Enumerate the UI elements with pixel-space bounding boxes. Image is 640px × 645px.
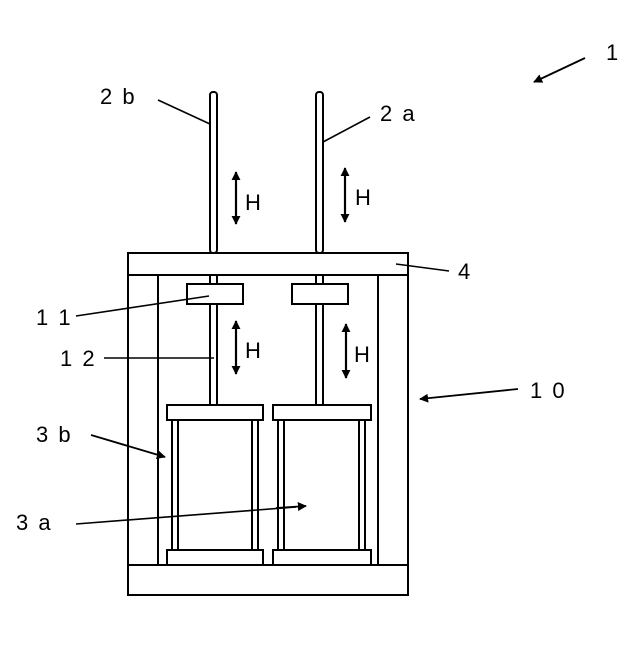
- block-11-left: [187, 284, 243, 304]
- leader-11: [76, 296, 209, 316]
- leader-4: [396, 264, 449, 271]
- label-block-11: 1 1: [36, 305, 73, 330]
- label-rod-2a: 2 a: [380, 101, 417, 126]
- leader-2b: [158, 100, 210, 124]
- leader-3a: [76, 507, 296, 524]
- leader-2a: [323, 117, 370, 142]
- arrow-3a-tip: [276, 506, 306, 508]
- arrow-1: [534, 58, 585, 82]
- mold-3b-bottom-plate: [167, 550, 263, 565]
- label-mold-3a: 3 a: [16, 510, 53, 535]
- label-mold-3b: 3 b: [36, 422, 73, 447]
- label-shaft-12: 1 2: [60, 346, 97, 371]
- mold-3a-top-plate: [273, 405, 371, 420]
- label-rod-2b: 2 b: [100, 84, 137, 109]
- motion-label-h: H: [355, 185, 371, 210]
- motion-label-h: H: [354, 342, 370, 367]
- label-plate-4: 4: [458, 259, 472, 284]
- label-frame-10: 1 0: [530, 378, 567, 403]
- rod-2b: [210, 92, 217, 253]
- mold-3a-bottom-plate: [273, 550, 371, 565]
- block-11-right: [292, 284, 348, 304]
- label-device-1: 1: [606, 40, 620, 65]
- rod-2a: [316, 92, 323, 253]
- mold-3b-top-plate: [167, 405, 263, 420]
- motion-label-h: H: [245, 338, 261, 363]
- motion-label-h: H: [245, 190, 261, 215]
- arrow-10: [420, 389, 518, 399]
